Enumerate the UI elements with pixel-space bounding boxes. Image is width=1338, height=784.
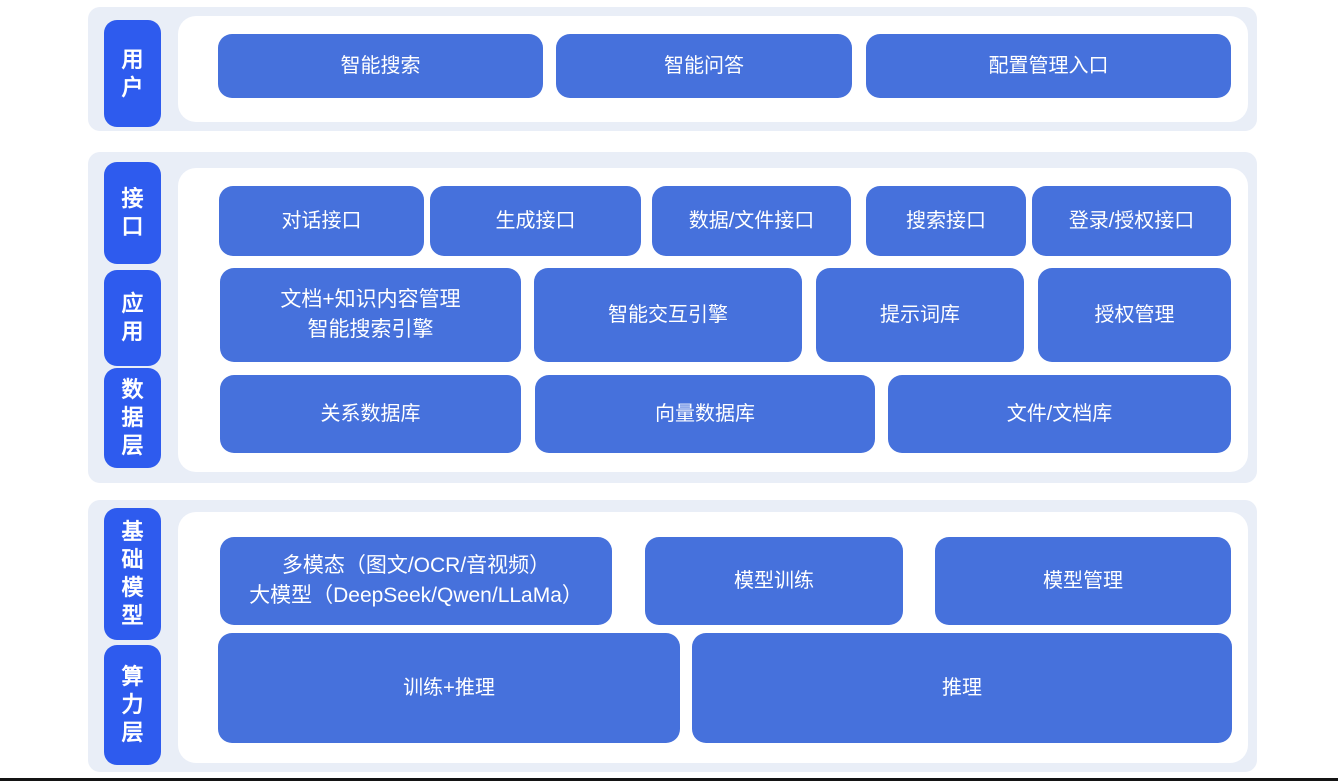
node-authorization-management: 授权管理: [1038, 268, 1231, 362]
tab-interface-layer: 接口: [104, 162, 161, 264]
node-vector-database: 向量数据库: [535, 375, 875, 453]
node-dialog-api: 对话接口: [219, 186, 424, 256]
node-training-plus-inference: 训练+推理: [218, 633, 680, 743]
tab-foundation-model-layer: 基础模型: [104, 508, 161, 640]
node-generation-api: 生成接口: [430, 186, 641, 256]
node-config-management-entry: 配置管理入口: [866, 34, 1231, 98]
node-inference: 推理: [692, 633, 1232, 743]
node-model-management: 模型管理: [935, 537, 1231, 625]
node-model-training: 模型训练: [645, 537, 903, 625]
node-prompt-library: 提示词库: [816, 268, 1024, 362]
node-data-file-api: 数据/文件接口: [652, 186, 851, 256]
tab-application-layer: 应用: [104, 270, 161, 366]
node-intelligent-search: 智能搜索: [218, 34, 543, 98]
node-intelligent-qa: 智能问答: [556, 34, 852, 98]
tab-user-layer: 用户: [104, 20, 161, 127]
node-file-document-store: 文件/文档库: [888, 375, 1231, 453]
bottom-border-line: [0, 778, 1338, 781]
tab-compute-layer: 算力层: [104, 645, 161, 765]
node-intelligent-interaction-engine: 智能交互引擎: [534, 268, 802, 362]
node-multimodal-large-model: 多模态（图文/OCR/音视频） 大模型（DeepSeek/Qwen/LLaMa）: [220, 537, 612, 625]
tab-data-layer: 数据层: [104, 368, 161, 468]
node-search-api: 搜索接口: [866, 186, 1026, 256]
node-relational-database: 关系数据库: [220, 375, 521, 453]
node-login-auth-api: 登录/授权接口: [1032, 186, 1231, 256]
node-doc-knowledge-search-engine: 文档+知识内容管理 智能搜索引擎: [220, 268, 521, 362]
